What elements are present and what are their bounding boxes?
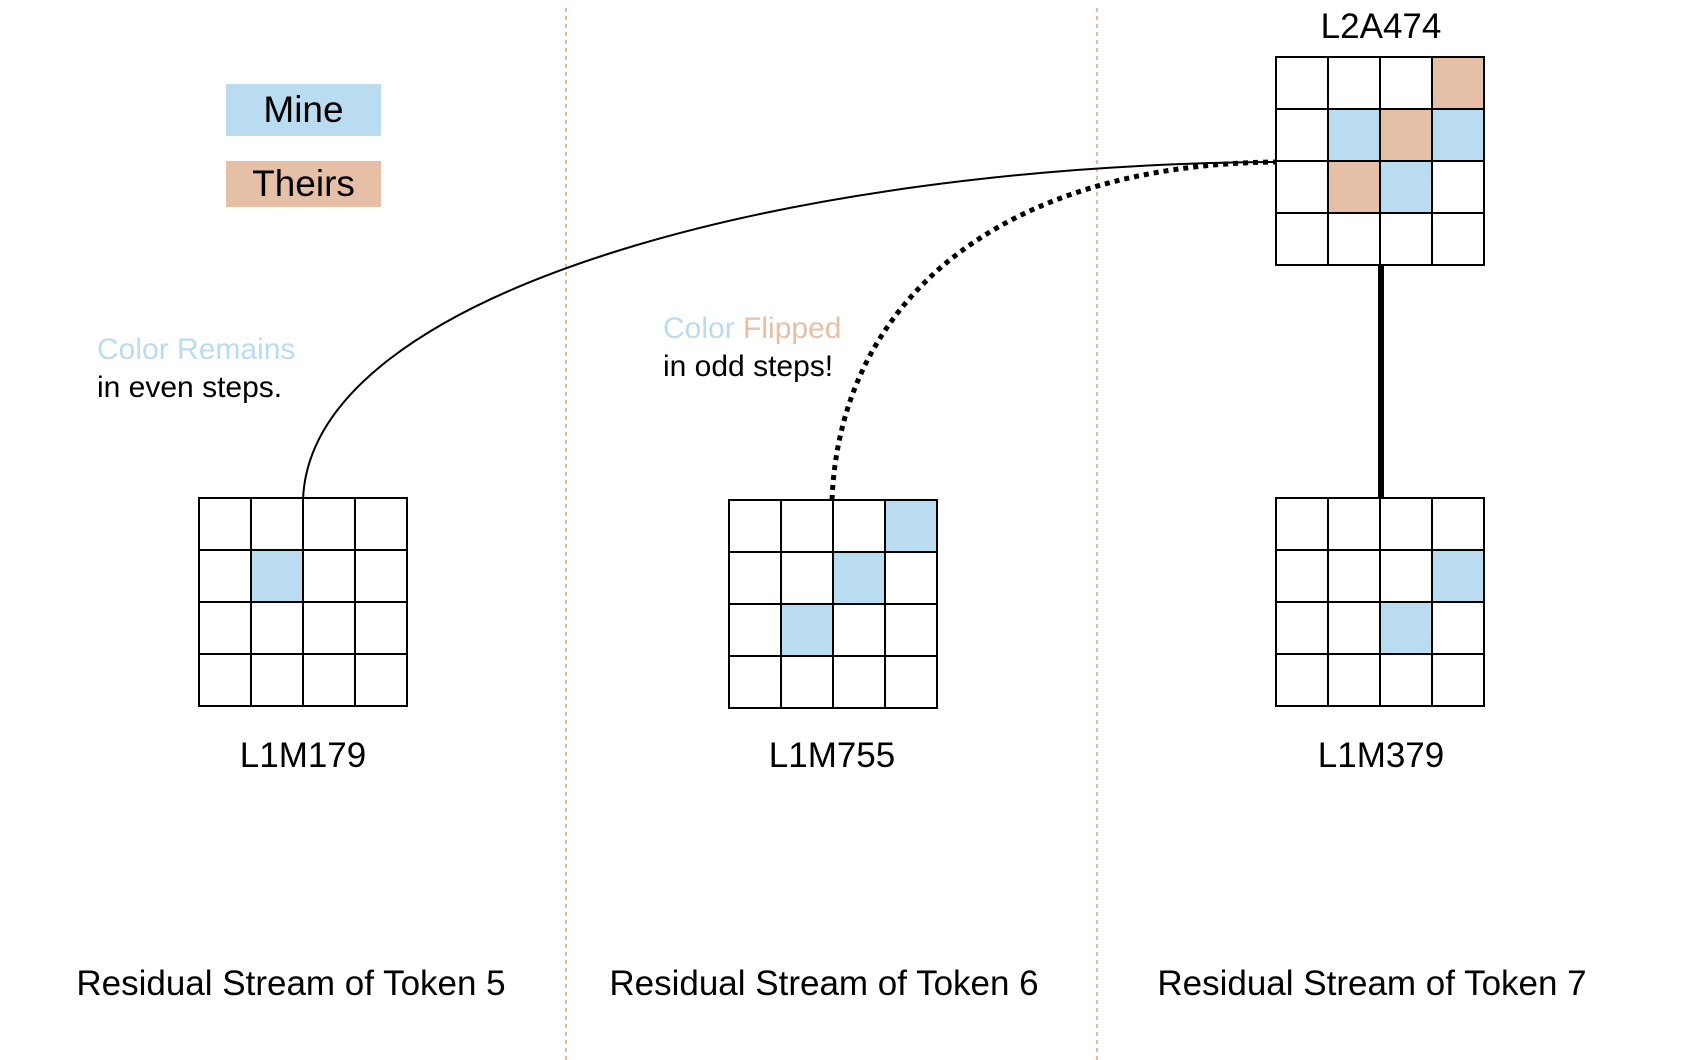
grid-cell-empty	[1379, 549, 1433, 603]
grid-cell-empty	[1275, 108, 1329, 162]
grid-cell-empty	[780, 499, 834, 553]
grid-cell-empty	[1275, 549, 1329, 603]
grid-cell-empty	[1379, 56, 1433, 110]
grid-cell-empty	[780, 655, 834, 709]
grid-cell-empty	[728, 551, 782, 605]
grid-cell-empty	[198, 601, 252, 655]
stream-label-token-6: Residual Stream of Token 6	[609, 964, 1039, 1003]
grid-cell-empty	[250, 653, 304, 707]
annotation-even-plain: in even steps.	[97, 371, 283, 404]
legend-mine: Mine	[226, 84, 381, 136]
grid-cell-empty	[250, 497, 304, 551]
stream-label-token-7: Residual Stream of Token 7	[1157, 964, 1587, 1003]
grid-cell-empty	[1431, 212, 1485, 266]
grid-cell-empty	[1327, 212, 1381, 266]
grid-cell-empty	[1327, 549, 1381, 603]
grid-l1m755	[728, 499, 938, 709]
grid-label-l1m379: L1M379	[1317, 736, 1445, 775]
grid-cell-mine	[884, 499, 938, 553]
grid-cell-empty	[728, 603, 782, 657]
grid-cell-empty	[1327, 56, 1381, 110]
grid-cell-empty	[1275, 653, 1329, 707]
grid-cell-mine	[1327, 108, 1381, 162]
grid-cell-empty	[1379, 653, 1433, 707]
grid-cell-empty	[1431, 601, 1485, 655]
grid-cell-empty	[1379, 212, 1433, 266]
grid-cell-empty	[1327, 497, 1381, 551]
grid-cell-empty	[302, 549, 356, 603]
grid-cell-mine	[1431, 108, 1485, 162]
grid-cell-empty	[832, 655, 886, 709]
grid-cell-empty	[780, 551, 834, 605]
grid-cell-empty	[354, 497, 408, 551]
grid-l1m179	[198, 497, 408, 707]
grid-cell-empty	[198, 497, 252, 551]
grid-cell-empty	[884, 655, 938, 709]
grid-cell-empty	[1275, 212, 1329, 266]
annotation-odd-flipped-word: Flipped	[743, 312, 842, 345]
connector-odd-step	[829, 159, 1276, 501]
annotation-even-steps: Color Remains in even steps.	[97, 331, 295, 407]
annotation-even-colored: Color Remains	[97, 333, 296, 366]
annotation-odd-steps: Color Flipped in odd steps!	[663, 310, 841, 386]
grid-cell-empty	[728, 655, 782, 709]
grid-cell-mine	[780, 603, 834, 657]
grid-cell-empty	[198, 653, 252, 707]
annotation-odd-color-word: Color	[663, 312, 735, 345]
grid-cell-empty	[832, 499, 886, 553]
grid-cell-mine	[1379, 160, 1433, 214]
grid-cell-empty	[1275, 56, 1329, 110]
grid-l2a474	[1275, 56, 1485, 266]
grid-cell-empty	[728, 499, 782, 553]
grid-cell-empty	[1379, 497, 1433, 551]
grid-cell-empty	[1275, 497, 1329, 551]
grid-cell-empty	[198, 549, 252, 603]
legend-mine-label: Mine	[263, 89, 344, 130]
grid-cell-theirs	[1379, 108, 1433, 162]
legend-theirs: Theirs	[226, 161, 381, 207]
grid-cell-empty	[354, 601, 408, 655]
grid-cell-empty	[354, 549, 408, 603]
grid-cell-empty	[884, 603, 938, 657]
annotation-odd-plain: in odd steps!	[663, 350, 834, 383]
connector-even-step	[302, 161, 1276, 501]
grid-cell-empty	[302, 653, 356, 707]
stream-label-token-5: Residual Stream of Token 5	[76, 964, 506, 1003]
grid-cell-empty	[1275, 160, 1329, 214]
grid-cell-empty	[884, 551, 938, 605]
grid-cell-empty	[302, 601, 356, 655]
annotation-odd-colored-line: Color Flipped	[663, 310, 841, 348]
grid-cell-empty	[832, 603, 886, 657]
grid-cell-empty	[250, 601, 304, 655]
grid-cell-mine	[1431, 549, 1485, 603]
grid-cell-empty	[302, 497, 356, 551]
grid-cell-mine	[832, 551, 886, 605]
grid-cell-empty	[1327, 601, 1381, 655]
grid-cell-empty	[1275, 601, 1329, 655]
grid-cell-mine	[250, 549, 304, 603]
grid-cell-empty	[1431, 653, 1485, 707]
grid-cell-empty	[1431, 160, 1485, 214]
grid-l1m379	[1275, 497, 1485, 707]
grid-label-l1m179: L1M179	[239, 736, 367, 775]
grid-label-l1m755: L1M755	[768, 736, 896, 775]
grid-cell-theirs	[1327, 160, 1381, 214]
grid-cell-empty	[1327, 653, 1381, 707]
grids-layer	[198, 56, 1485, 709]
legend-theirs-label: Theirs	[252, 163, 355, 204]
grid-cell-mine	[1379, 601, 1433, 655]
grid-label-l2a474: L2A474	[1320, 7, 1442, 46]
grid-cell-empty	[1431, 497, 1485, 551]
grid-cell-empty	[354, 653, 408, 707]
grid-cell-theirs	[1431, 56, 1485, 110]
